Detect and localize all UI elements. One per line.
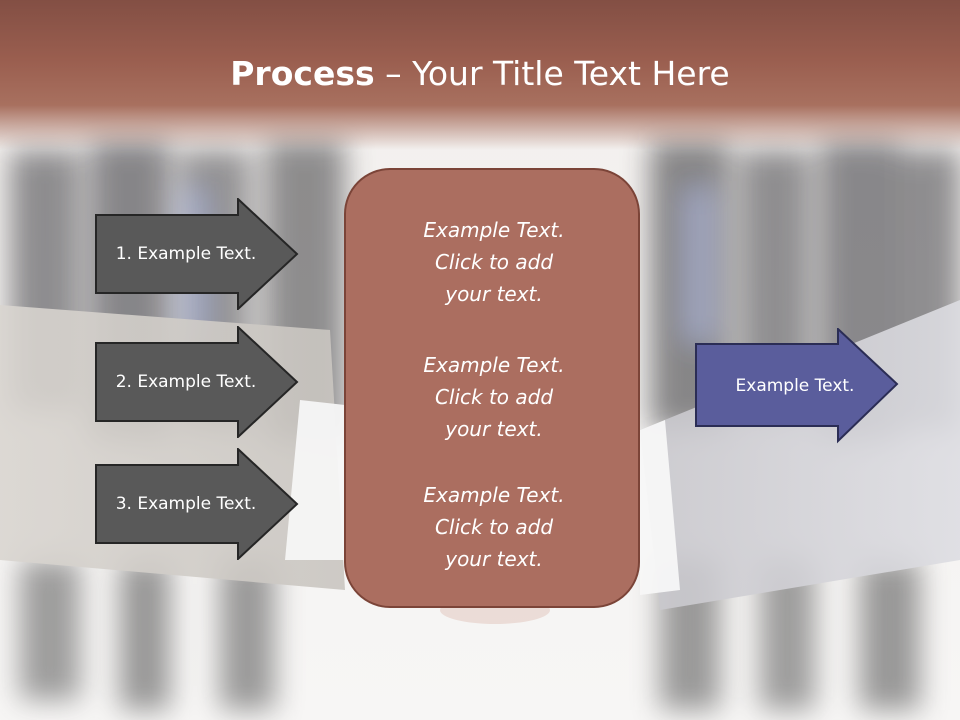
center-text-block-3[interactable]: Example Text. Click to add your text. [423, 483, 565, 571]
title-rest: – Your Title Text Here [374, 54, 730, 93]
arrow-shape-icon [95, 326, 299, 438]
title-bold: Process [230, 54, 375, 93]
arrow-shape-icon [95, 198, 299, 310]
arrow-label: 1. Example Text. [115, 244, 257, 264]
process-arrow-2[interactable]: 2. Example Text. [95, 326, 300, 438]
arrow-label: 3. Example Text. [115, 494, 257, 514]
arrow-shape-icon [695, 328, 899, 444]
arrow-label: Example Text. [735, 376, 855, 396]
title-bar [0, 0, 960, 150]
center-text-block-2[interactable]: Example Text. Click to add your text. [423, 353, 565, 441]
center-text-box[interactable]: Example Text. Click to add your text. Ex… [344, 168, 640, 608]
process-arrow-3[interactable]: 3. Example Text. [95, 448, 300, 560]
process-arrow-1[interactable]: 1. Example Text. [95, 198, 300, 310]
arrow-shape-icon [95, 448, 299, 560]
arrow-label: 2. Example Text. [115, 372, 257, 392]
center-text-block-1[interactable]: Example Text. Click to add your text. [423, 218, 565, 306]
result-arrow[interactable]: Example Text. [695, 328, 900, 444]
slide-title[interactable]: Process – Your Title Text Here [0, 52, 960, 96]
